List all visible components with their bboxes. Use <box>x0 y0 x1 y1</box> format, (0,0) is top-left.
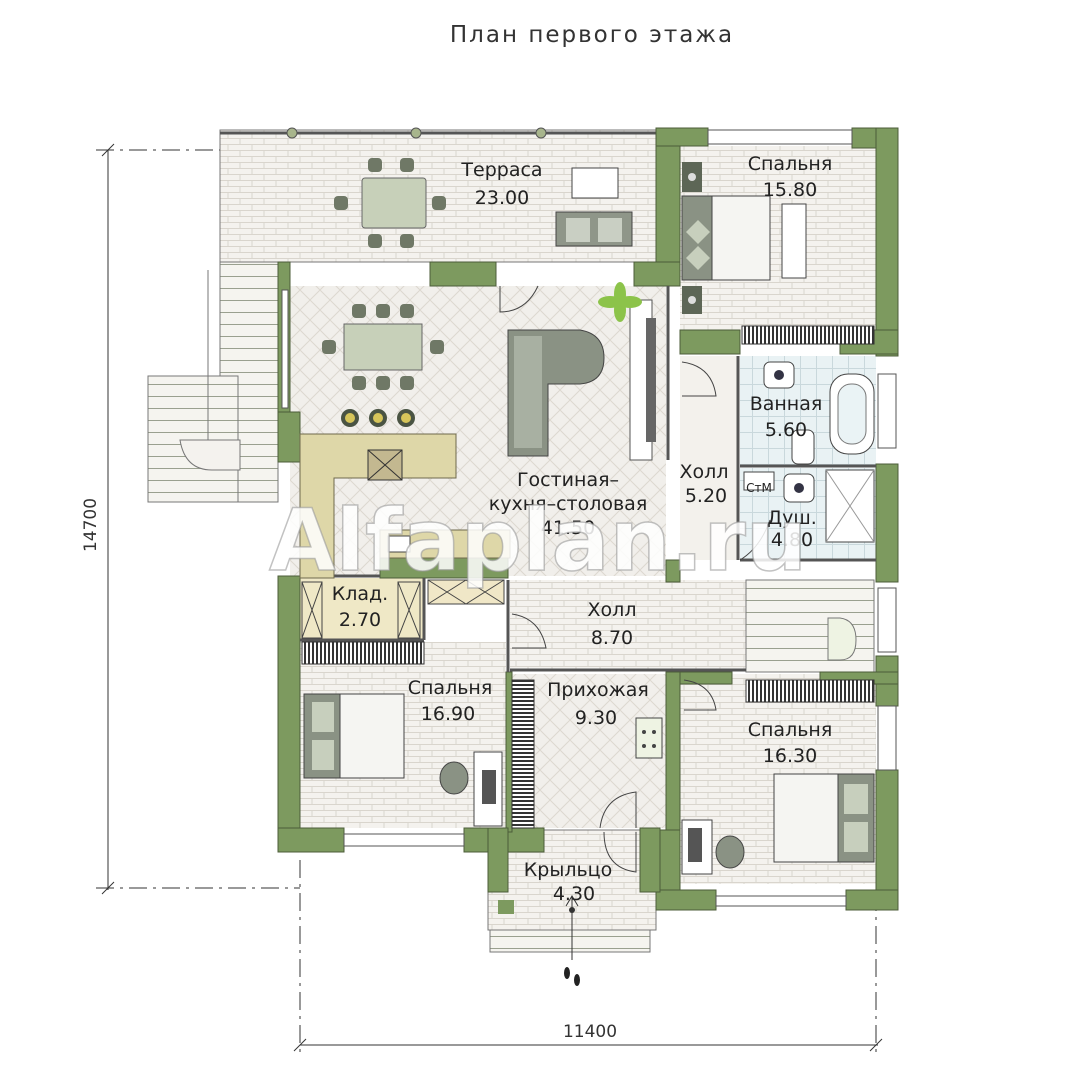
porch <box>487 829 657 986</box>
dimension-height: 14700 <box>81 498 101 552</box>
bedroom1-furniture <box>681 162 875 345</box>
bathroom-area: 5.60 <box>765 419 807 441</box>
watermark: Alfaplan.ru <box>269 491 807 591</box>
hall-big-name: Холл <box>588 599 637 621</box>
bedroom2-furniture <box>303 693 503 827</box>
porch-name: Крыльцо <box>524 859 612 881</box>
bedroom2-area: 16.90 <box>421 703 475 725</box>
bedroom3-area: 16.30 <box>763 745 817 767</box>
plan-title: План первого этажа <box>450 22 734 48</box>
terrace-name: Терраса <box>460 159 542 181</box>
closet-bedroom3 <box>745 679 875 703</box>
shower-tag: СтМ <box>746 481 772 495</box>
dining-table <box>322 304 444 427</box>
bedroom1-name: Спальня <box>748 153 833 175</box>
interior-stairs <box>745 579 875 673</box>
hall-small-floor <box>680 356 738 560</box>
sofa <box>507 299 656 461</box>
storage-name: Клад. <box>332 583 388 605</box>
partitions <box>300 286 876 672</box>
exterior-stairs <box>147 261 279 503</box>
storage-area: 2.70 <box>339 609 381 631</box>
shower-name: Душ. <box>767 507 817 529</box>
bedroom3-furniture <box>681 773 875 875</box>
closet-hallway <box>511 679 535 829</box>
plant-icon <box>598 282 642 322</box>
door-swings <box>499 285 771 873</box>
porch-area: 4.30 <box>553 883 595 905</box>
windows <box>281 129 897 907</box>
living-area: 41.50 <box>541 517 595 539</box>
hallway-area: 9.30 <box>575 707 617 729</box>
living-name-line1: Гостиная– <box>517 469 619 491</box>
storage-fixtures <box>301 581 421 639</box>
bath-fixtures <box>743 361 875 543</box>
hall-big-area: 8.70 <box>591 627 633 649</box>
terrace-area-value: 23.00 <box>475 187 529 209</box>
living-name-line2: кухня–столовая <box>489 493 648 515</box>
hall-big-floor <box>510 580 746 670</box>
bathroom-name: Ванная <box>750 393 823 415</box>
hallway-bench <box>635 717 663 759</box>
hall-small-name: Холл <box>680 461 729 483</box>
bedroom3-name: Спальня <box>748 719 833 741</box>
shower-area: 4.80 <box>771 529 813 551</box>
hall-small-area: 5.20 <box>685 485 727 507</box>
bedroom2-name: Спальня <box>408 677 493 699</box>
hallway-name: Прихожая <box>547 679 649 701</box>
closet-bedroom2 <box>301 641 425 665</box>
dimension-width: 11400 <box>563 1022 617 1042</box>
dimension-lines <box>96 143 883 1055</box>
kitchen-counter <box>299 433 511 605</box>
bedroom1-area: 15.80 <box>763 179 817 201</box>
terrace-area <box>219 127 657 263</box>
